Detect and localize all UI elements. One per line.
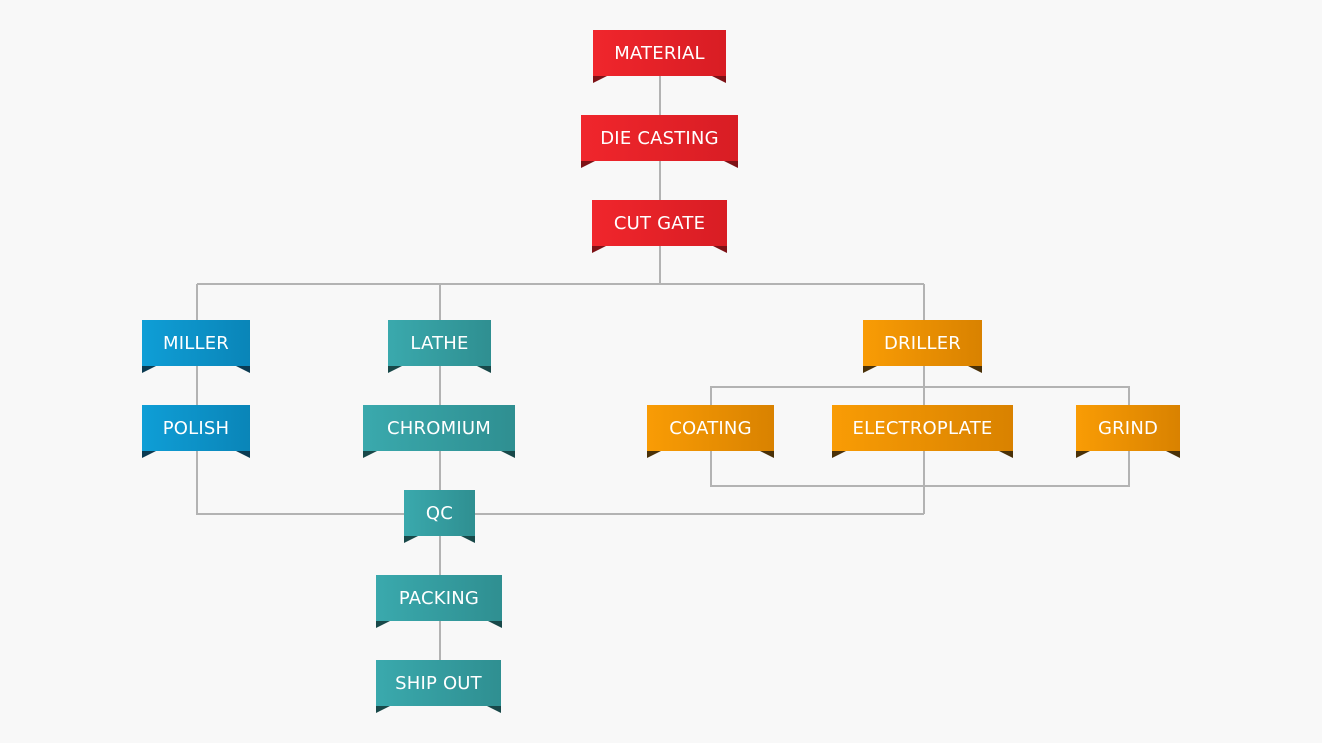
ribbon-fold-left: [863, 366, 877, 373]
ribbon-fold-left: [592, 246, 606, 253]
ribbon-fold-left: [142, 451, 156, 458]
node-polish[interactable]: POLISH: [142, 405, 250, 458]
node-polish-label: POLISH: [142, 405, 250, 451]
node-ship-out[interactable]: SHIP OUT: [376, 660, 501, 713]
node-cut-gate[interactable]: CUT GATE: [592, 200, 727, 253]
node-material[interactable]: MATERIAL: [593, 30, 726, 83]
node-lathe[interactable]: LATHE: [388, 320, 491, 373]
ribbon-fold-right: [488, 621, 502, 628]
ribbon-fold-right: [968, 366, 982, 373]
node-chromium[interactable]: CHROMIUM: [363, 405, 515, 458]
node-ship-out-label: SHIP OUT: [376, 660, 501, 706]
ribbon-fold-left: [363, 451, 377, 458]
ribbon-fold-right: [501, 451, 515, 458]
node-chromium-label: CHROMIUM: [363, 405, 515, 451]
node-electroplate-label: ELECTROPLATE: [832, 405, 1013, 451]
ribbon-fold-right: [1166, 451, 1180, 458]
ribbon-fold-left: [142, 366, 156, 373]
node-material-label: MATERIAL: [593, 30, 726, 76]
node-lathe-label: LATHE: [388, 320, 491, 366]
node-packing-label: PACKING: [376, 575, 502, 621]
ribbon-fold-left: [593, 76, 607, 83]
node-grind[interactable]: GRIND: [1076, 405, 1180, 458]
ribbon-fold-left: [404, 536, 418, 543]
node-grind-label: GRIND: [1076, 405, 1180, 451]
ribbon-fold-left: [376, 621, 390, 628]
node-driller-label: DRILLER: [863, 320, 982, 366]
ribbon-fold-left: [1076, 451, 1090, 458]
ribbon-fold-right: [760, 451, 774, 458]
ribbon-fold-right: [461, 536, 475, 543]
node-miller[interactable]: MILLER: [142, 320, 250, 373]
ribbon-fold-right: [999, 451, 1013, 458]
node-electroplate[interactable]: ELECTROPLATE: [832, 405, 1013, 458]
node-die-casting[interactable]: DIE CASTING: [581, 115, 738, 168]
node-packing[interactable]: PACKING: [376, 575, 502, 628]
node-die-casting-label: DIE CASTING: [581, 115, 738, 161]
ribbon-fold-right: [724, 161, 738, 168]
node-coating-label: COATING: [647, 405, 774, 451]
ribbon-fold-left: [581, 161, 595, 168]
ribbon-fold-left: [388, 366, 402, 373]
ribbon-fold-right: [487, 706, 501, 713]
ribbon-fold-right: [236, 366, 250, 373]
ribbon-fold-right: [713, 246, 727, 253]
ribbon-fold-right: [236, 451, 250, 458]
node-qc-label: QC: [404, 490, 475, 536]
node-qc[interactable]: QC: [404, 490, 475, 543]
ribbon-fold-left: [376, 706, 390, 713]
node-cut-gate-label: CUT GATE: [592, 200, 727, 246]
ribbon-fold-right: [477, 366, 491, 373]
node-miller-label: MILLER: [142, 320, 250, 366]
connector-polish-qc: [196, 451, 404, 515]
node-driller[interactable]: DRILLER: [863, 320, 982, 373]
ribbon-fold-left: [647, 451, 661, 458]
ribbon-fold-left: [832, 451, 846, 458]
node-coating[interactable]: COATING: [647, 405, 774, 458]
ribbon-fold-right: [712, 76, 726, 83]
